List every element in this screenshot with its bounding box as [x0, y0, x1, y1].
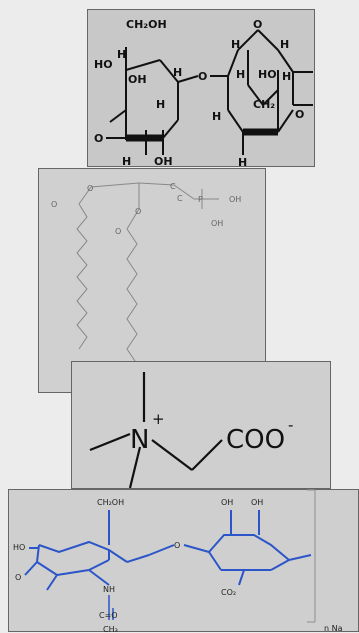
- label-ch2oh: CH₂OH: [97, 498, 124, 507]
- label-h3: H: [173, 66, 182, 79]
- label-oh2: OH: [211, 219, 223, 228]
- label-h5: H: [231, 38, 240, 51]
- phospholipid-panel: O O O P OH OH O C C: [38, 168, 266, 393]
- label-oh1: OH: [128, 73, 147, 86]
- label-h7: H: [236, 68, 245, 81]
- label-c2: C: [177, 194, 183, 203]
- hyaluronate-panel-edge: n Na: [322, 489, 359, 633]
- label-ho: HO: [13, 543, 25, 552]
- label-h9: H: [238, 156, 247, 169]
- label-co2: CO₂: [221, 588, 236, 597]
- label-p: P: [198, 195, 203, 204]
- label-h1: H: [117, 48, 126, 61]
- label-c-o: C=O: [99, 611, 118, 620]
- label-n-na: n Na: [324, 624, 343, 633]
- label-o-right: O: [295, 108, 304, 121]
- hyaluronate-structure: CH₂OH OH OH HO O O NH C=O CH₃ CO₂: [13, 489, 316, 633]
- label-o4: O: [115, 227, 121, 236]
- label-ch2oh: CH₂OH: [126, 18, 167, 31]
- label-o-link: O: [174, 541, 180, 550]
- label-oh2: OH: [154, 155, 173, 168]
- label-o-bottom-left: O: [94, 132, 103, 145]
- label-h2: H: [156, 98, 165, 111]
- hyaluronate-edge-structure: n Na: [324, 624, 343, 633]
- betaine-panel: N + COO -: [71, 361, 331, 489]
- label-oh1: OH: [229, 195, 241, 204]
- label-o1: O: [51, 200, 57, 209]
- label-coo: COO: [226, 425, 285, 455]
- label-plus: +: [152, 410, 165, 428]
- phospholipid-structure: O O O P OH OH O C C: [51, 182, 241, 365]
- label-nh: NH: [103, 585, 115, 594]
- label-ho: HO: [94, 58, 113, 71]
- label-ho2: HO: [258, 68, 277, 81]
- label-oh1: OH: [221, 498, 233, 507]
- hyaluronate-panel: CH₂OH OH OH HO O O NH C=O CH₃ CO₂: [8, 489, 326, 633]
- betaine-structure: N + COO -: [89, 372, 293, 489]
- label-ch3: CH₃: [103, 625, 118, 633]
- label-o-top: O: [253, 18, 262, 31]
- disaccharide-panel: CH₂OH H HO OH H H OH H O O O H H HO H H …: [87, 9, 315, 169]
- label-o3: O: [135, 207, 141, 216]
- label-h8: H: [282, 70, 291, 83]
- label-o-link: O: [198, 70, 207, 83]
- label-n: N: [130, 425, 149, 455]
- label-ch2: CH₂: [253, 98, 275, 111]
- label-c1: C: [170, 182, 176, 191]
- label-h6: H: [280, 38, 289, 51]
- label-h10: H: [212, 110, 221, 123]
- label-o2: O: [87, 184, 93, 193]
- label-minus: -: [288, 416, 293, 434]
- label-o1: O: [15, 573, 21, 582]
- label-oh2: OH: [251, 498, 263, 507]
- disaccharide-structure: CH₂OH H HO OH H H OH H O O O H H HO H H …: [94, 18, 313, 169]
- label-h4: H: [122, 155, 131, 168]
